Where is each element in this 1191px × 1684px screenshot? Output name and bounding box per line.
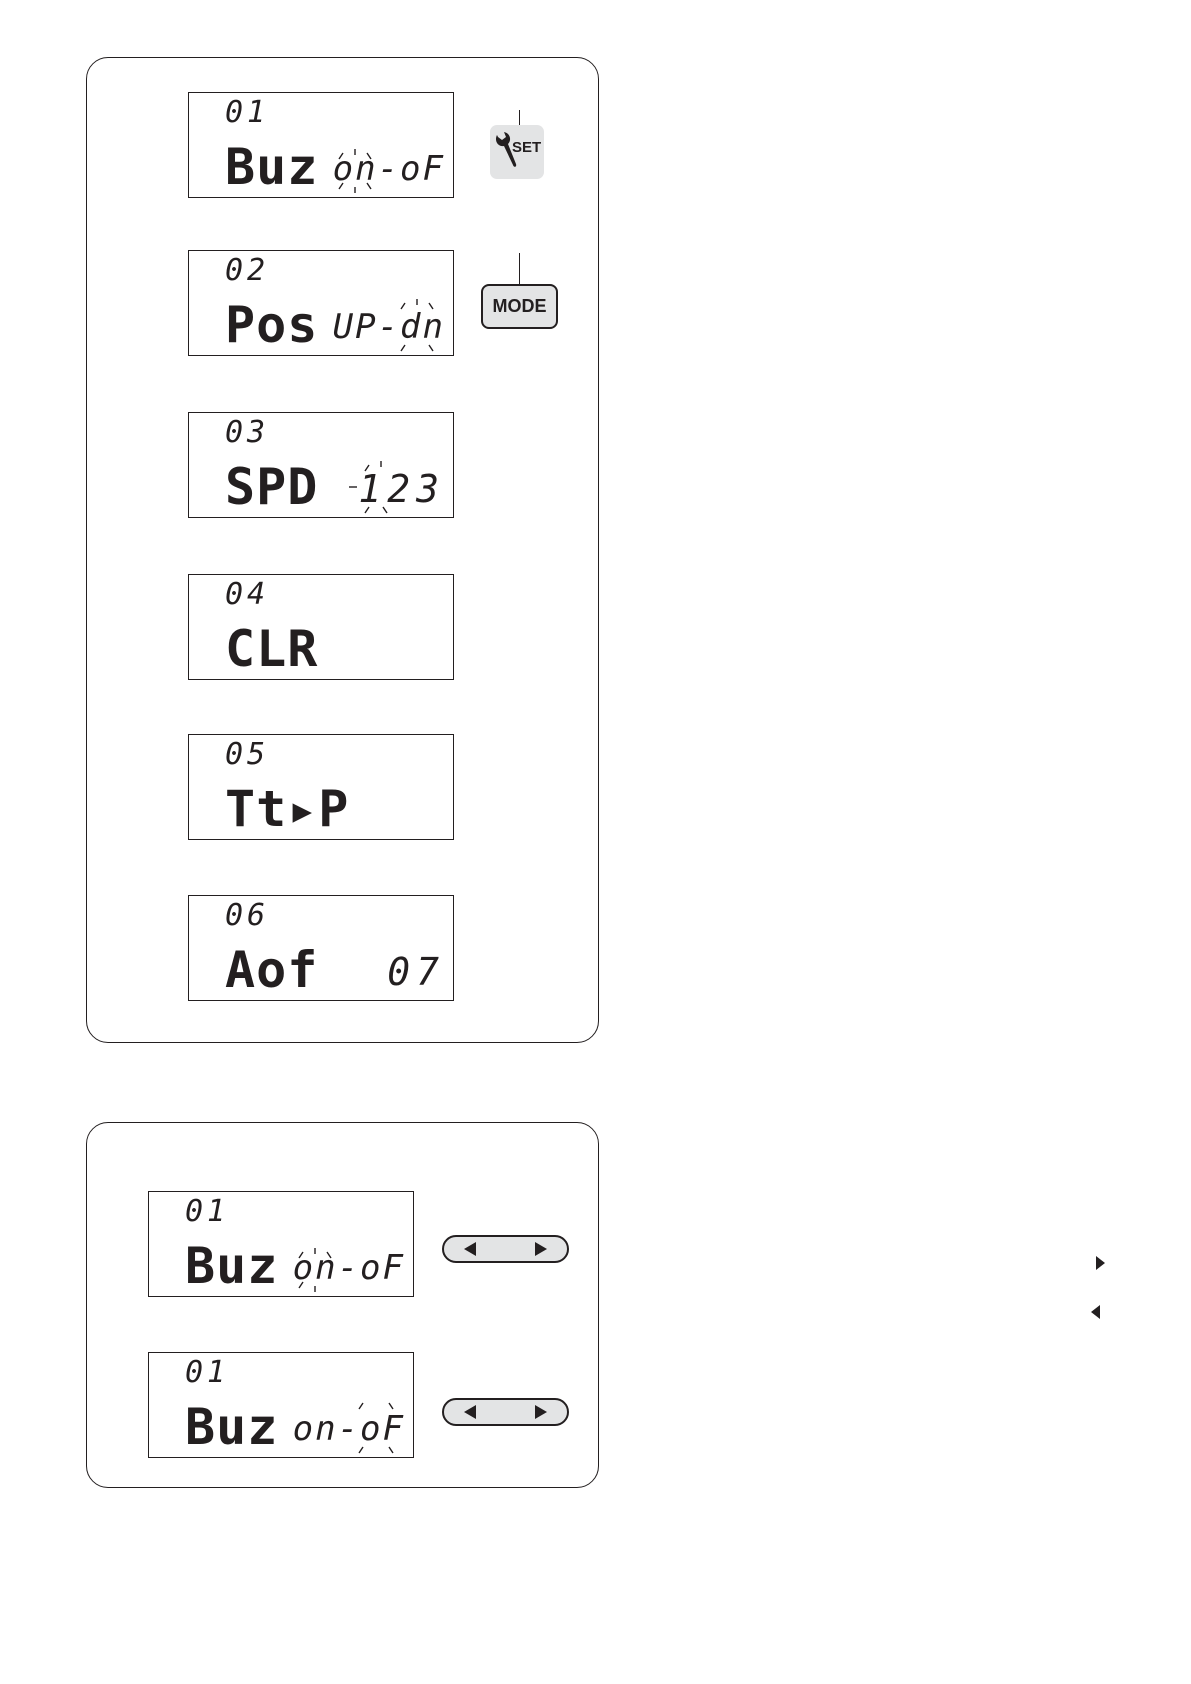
lcd-screen-buzzer: 01 Buz on-oF (188, 92, 454, 198)
left-right-arrow-button[interactable] (442, 1398, 569, 1426)
lcd-screen-auto-off: 06 Aof 07 (188, 895, 454, 1001)
lcd-setting-number: 02 (225, 253, 269, 289)
lcd-setting-label: Buz (185, 1399, 278, 1455)
mode-button-leader-line (519, 253, 520, 285)
triangle-left-icon (1091, 1305, 1100, 1319)
lcd-setting-number: 04 (225, 577, 269, 613)
set-button[interactable]: SET (490, 125, 544, 179)
lcd-setting-label: Buz (225, 139, 318, 195)
lcd-screen-buzzer-off: 01 Buz on-oF (148, 1352, 414, 1458)
set-button-label: SET (512, 139, 541, 156)
lcd-setting-label: Aof (225, 942, 318, 998)
arrow-left-icon[interactable] (464, 1242, 476, 1256)
set-button-leader-line (519, 110, 520, 126)
lcd-setting-value: on-oF (293, 1407, 405, 1451)
lcd-setting-number: 01 (185, 1355, 229, 1391)
lcd-setting-label: SPD (225, 459, 318, 515)
arrow-left-icon[interactable] (464, 1405, 476, 1419)
lcd-setting-label: Buz (185, 1238, 278, 1294)
lcd-setting-value: UP-dn (333, 305, 445, 349)
lcd-setting-number: 03 (225, 415, 269, 451)
lcd-screen-needle-position: 02 Pos UP-dn (188, 250, 454, 356)
arrow-right-icon[interactable] (535, 1242, 547, 1256)
lcd-setting-value: on-oF (293, 1246, 405, 1290)
lcd-setting-label: Pos (225, 297, 318, 353)
triangle-right-icon (1096, 1256, 1105, 1270)
lcd-setting-number: 05 (225, 737, 269, 773)
lcd-screen-clear: 04 CLR (188, 574, 454, 680)
lcd-setting-number: 06 (225, 898, 269, 934)
mode-button-label: MODE (493, 296, 547, 317)
lcd-setting-value: 123 (358, 467, 445, 511)
lcd-setting-label: CLR (225, 621, 318, 677)
lcd-setting-label: Tt▸P (225, 781, 349, 837)
lcd-screen-speed: 03 SPD 123 (188, 412, 454, 518)
lcd-setting-value: 07 (387, 950, 445, 994)
settings-panel-top: 01 Buz on-oF 02 Pos UP-dn 03 SPD 123 (86, 57, 599, 1043)
lcd-screen-type: 05 Tt▸P (188, 734, 454, 840)
lcd-setting-number: 01 (185, 1194, 229, 1230)
lcd-screen-buzzer-on: 01 Buz on-oF (148, 1191, 414, 1297)
left-right-arrow-button[interactable] (442, 1235, 569, 1263)
lcd-setting-value: on-oF (333, 147, 445, 191)
mode-button[interactable]: MODE (481, 284, 558, 329)
settings-panel-bottom: 01 Buz on-oF 01 Buz on-oF (86, 1122, 599, 1488)
arrow-right-icon[interactable] (535, 1405, 547, 1419)
lcd-setting-number: 01 (225, 95, 269, 131)
